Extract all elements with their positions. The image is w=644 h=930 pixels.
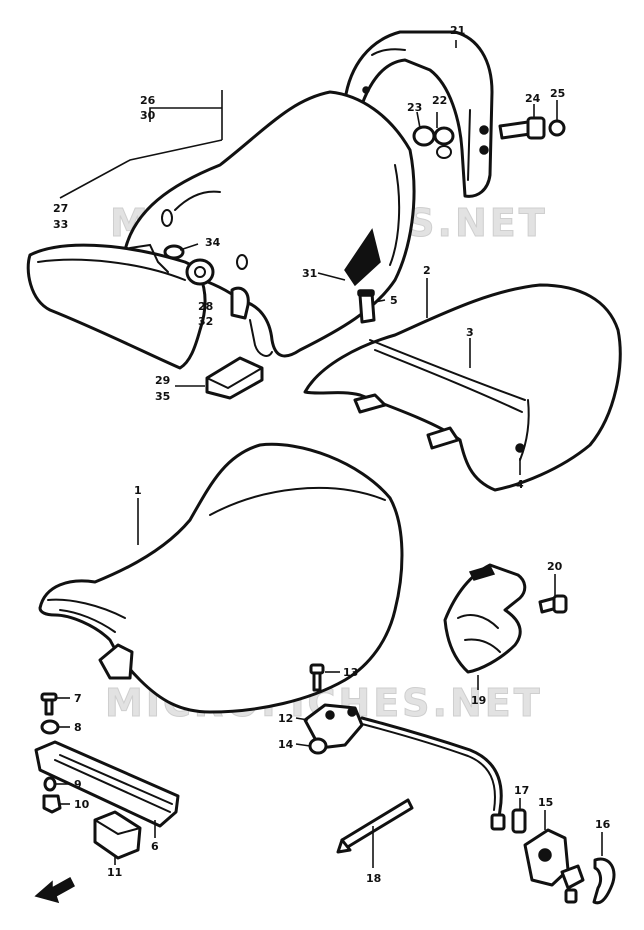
rear-seat (303, 283, 622, 492)
callout-32: 32 (198, 315, 213, 328)
nut-10 (42, 794, 62, 814)
callout-12: 12 (278, 712, 293, 725)
callout-18: 18 (366, 872, 381, 885)
callout-5: 5 (390, 294, 398, 307)
lock-plate-12 (303, 703, 364, 750)
bolt-20 (538, 594, 568, 614)
leader-lines (56, 40, 603, 868)
callout-28: 28 (198, 300, 213, 313)
callout-3: 3 (466, 326, 474, 339)
cushion-29 (205, 356, 264, 400)
callout-21: 21 (450, 24, 465, 37)
cover-19 (443, 563, 527, 674)
callout-15: 15 (538, 796, 553, 809)
pad-11 (93, 810, 142, 860)
callout-30: 30 (140, 109, 156, 122)
hook-16 (592, 857, 616, 905)
callout-7: 7 (74, 692, 82, 705)
callout-26: 26 (140, 94, 156, 107)
bolt-13 (309, 663, 325, 692)
front-arrow-icon (34, 876, 75, 904)
callout-14: 14 (278, 738, 294, 751)
front-seat (38, 442, 404, 714)
rail-bolt-23 (412, 125, 436, 147)
clamp-34 (129, 243, 185, 273)
grab-rail (343, 30, 494, 198)
callout-4: 4 (516, 478, 524, 491)
callout-29: 29 (155, 374, 170, 387)
callout-13: 13 (343, 666, 358, 679)
callout-1: 1 (134, 484, 142, 497)
callout-19: 19 (471, 694, 486, 707)
nut-14 (308, 737, 328, 755)
bolt-24 (498, 116, 546, 140)
callout-33: 33 (53, 218, 68, 231)
callout-10: 10 (74, 798, 90, 811)
bracket-6 (34, 740, 180, 828)
washer-8 (40, 719, 60, 735)
callout-23: 23 (407, 101, 422, 114)
strap-18 (336, 798, 414, 854)
rail-washer-22 (433, 126, 455, 159)
callout-9: 9 (74, 778, 82, 791)
callout-31: 31 (302, 267, 317, 280)
nut-25 (548, 119, 566, 137)
callout-27: 27 (53, 202, 68, 215)
callout-2: 2 (423, 264, 431, 277)
callout-labels: 21 23 22 24 25 26 30 27 33 34 28 32 29 3… (53, 24, 611, 885)
seat-lock-15 (523, 828, 585, 904)
seat-tail-cowl (123, 90, 416, 358)
callout-24: 24 (525, 92, 541, 105)
callout-35: 35 (155, 390, 170, 403)
callout-25: 25 (550, 87, 565, 100)
callout-16: 16 (595, 818, 611, 831)
bolt-5 (357, 289, 376, 324)
collar-9 (43, 776, 57, 792)
callout-17: 17 (514, 784, 529, 797)
callout-6: 6 (151, 840, 159, 853)
rear-pad-27 (26, 243, 207, 370)
callout-8: 8 (74, 721, 82, 734)
screw-7 (40, 692, 58, 716)
bolt-17 (511, 808, 527, 834)
grommet-28 (185, 258, 215, 286)
callout-20: 20 (547, 560, 563, 573)
callout-22: 22 (432, 94, 447, 107)
callout-34: 34 (205, 236, 221, 249)
callout-11: 11 (107, 866, 122, 879)
seat-lock-cable (360, 716, 506, 831)
